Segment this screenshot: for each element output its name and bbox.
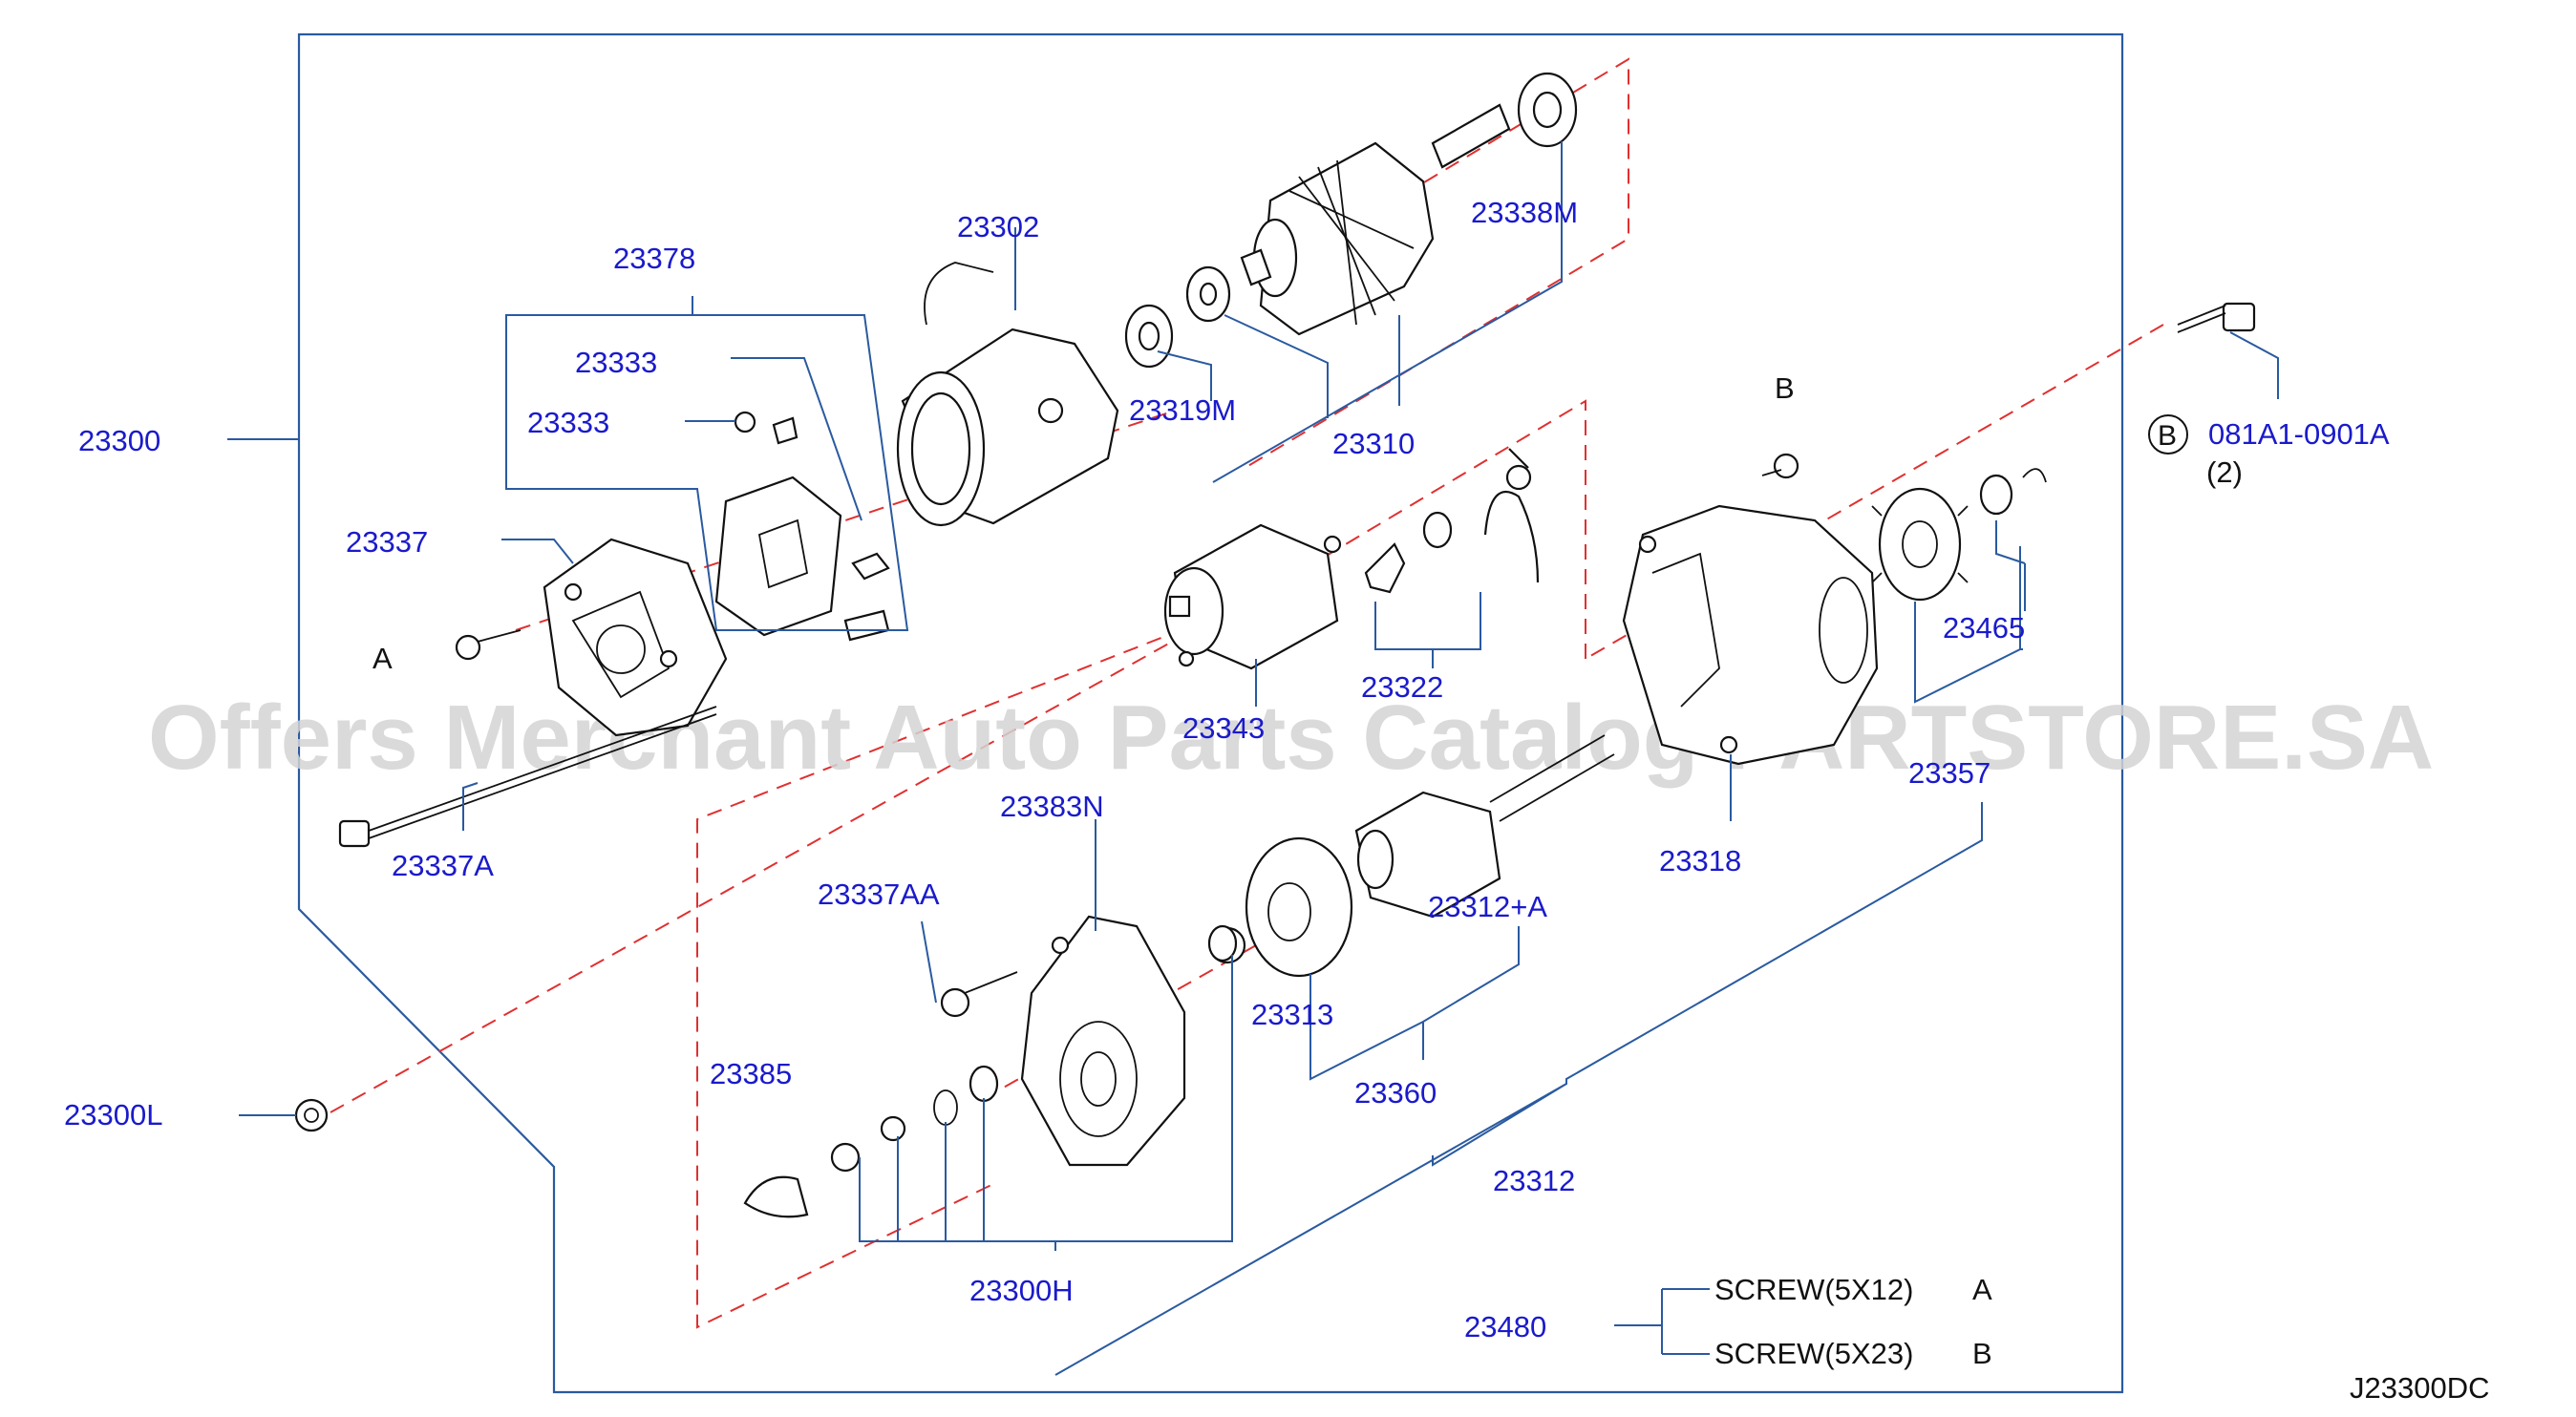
through-bolt-drawing (338, 706, 717, 848)
gear-case-drawing (1020, 915, 1186, 1167)
label-23378[interactable]: 23378 (613, 242, 695, 275)
watermark-text: Offers Merchant Auto Parts Catalog PARTS… (148, 687, 2434, 789)
screw-legend-5x12: SCREW(5X12) (1714, 1273, 1913, 1306)
label-23300[interactable]: 23300 (78, 424, 160, 457)
label-23465[interactable]: 23465 (1943, 611, 2025, 645)
ref-letter-a: A (373, 642, 393, 675)
label-23313[interactable]: 23313 (1251, 998, 1333, 1031)
bolt-081a1-drawing (2177, 302, 2256, 333)
label-23333-upper[interactable]: 23333 (575, 346, 657, 379)
label-quantity: (2) (2206, 455, 2243, 489)
bearing-23338m-drawing (1517, 72, 1578, 148)
bush-23465-drawing (1979, 468, 2047, 516)
leader-lines (227, 141, 2279, 1376)
label-23322[interactable]: 23322 (1361, 670, 1443, 704)
ref-letter-b-circled: B (2158, 420, 2177, 452)
solenoid-drawing (1163, 523, 1342, 670)
label-23337aa[interactable]: 23337AA (818, 878, 940, 911)
label-23312a[interactable]: 23312+A (1428, 890, 1547, 923)
label-23318[interactable]: 23318 (1659, 844, 1741, 878)
label-23385[interactable]: 23385 (710, 1057, 792, 1090)
label-23319m[interactable]: 23319M (1129, 393, 1236, 427)
label-23357[interactable]: 23357 (1908, 756, 1991, 790)
label-081a1-0901a[interactable]: 081A1-0901A (2208, 417, 2390, 451)
nut-23300l-drawing (294, 1098, 329, 1132)
clutch-drawing (1354, 734, 1615, 919)
yoke-drawing (896, 262, 1119, 527)
label-23300l[interactable]: 23300L (64, 1098, 162, 1131)
label-23302[interactable]: 23302 (957, 210, 1039, 243)
lever-drawing (1364, 448, 1540, 594)
ref-circle-b (2148, 414, 2188, 455)
cap-23385-drawing (743, 1175, 809, 1218)
label-23383n[interactable]: 23383N (1000, 790, 1104, 823)
label-23337[interactable]: 23337 (346, 525, 428, 559)
brush-holder-drawing (714, 411, 890, 642)
screw-legend-5x12-ref: A (1972, 1273, 1992, 1306)
washer-23319m-drawing (1124, 265, 1231, 369)
screw-legend-5x23: SCREW(5X23) (1714, 1337, 1913, 1370)
screw-legend-5x23-ref: B (1972, 1337, 1992, 1370)
label-23300h[interactable]: 23300H (969, 1274, 1074, 1307)
assembly-frame (297, 32, 2124, 1394)
label-23337a[interactable]: 23337A (392, 849, 494, 882)
armature-drawing (1240, 103, 1511, 336)
screw-a-drawing (455, 629, 522, 661)
rear-cover-drawing (543, 538, 728, 737)
label-23480[interactable]: 23480 (1464, 1310, 1546, 1343)
label-23338m[interactable]: 23338M (1471, 196, 1578, 229)
screw-b-drawing (1761, 453, 1799, 479)
label-23312[interactable]: 23312 (1493, 1164, 1575, 1197)
diagram-code: J23300DC (2350, 1371, 2489, 1405)
label-23360[interactable]: 23360 (1354, 1076, 1437, 1110)
bolt-23337aa-drawing (940, 971, 1018, 1018)
pinion-gear-drawing (1871, 487, 1969, 602)
front-housing-drawing (1622, 504, 1879, 766)
ref-letter-b-top: B (1775, 371, 1795, 405)
label-23333-lower[interactable]: 23333 (527, 406, 609, 439)
label-23310[interactable]: 23310 (1332, 427, 1415, 460)
label-23343[interactable]: 23343 (1182, 711, 1265, 745)
